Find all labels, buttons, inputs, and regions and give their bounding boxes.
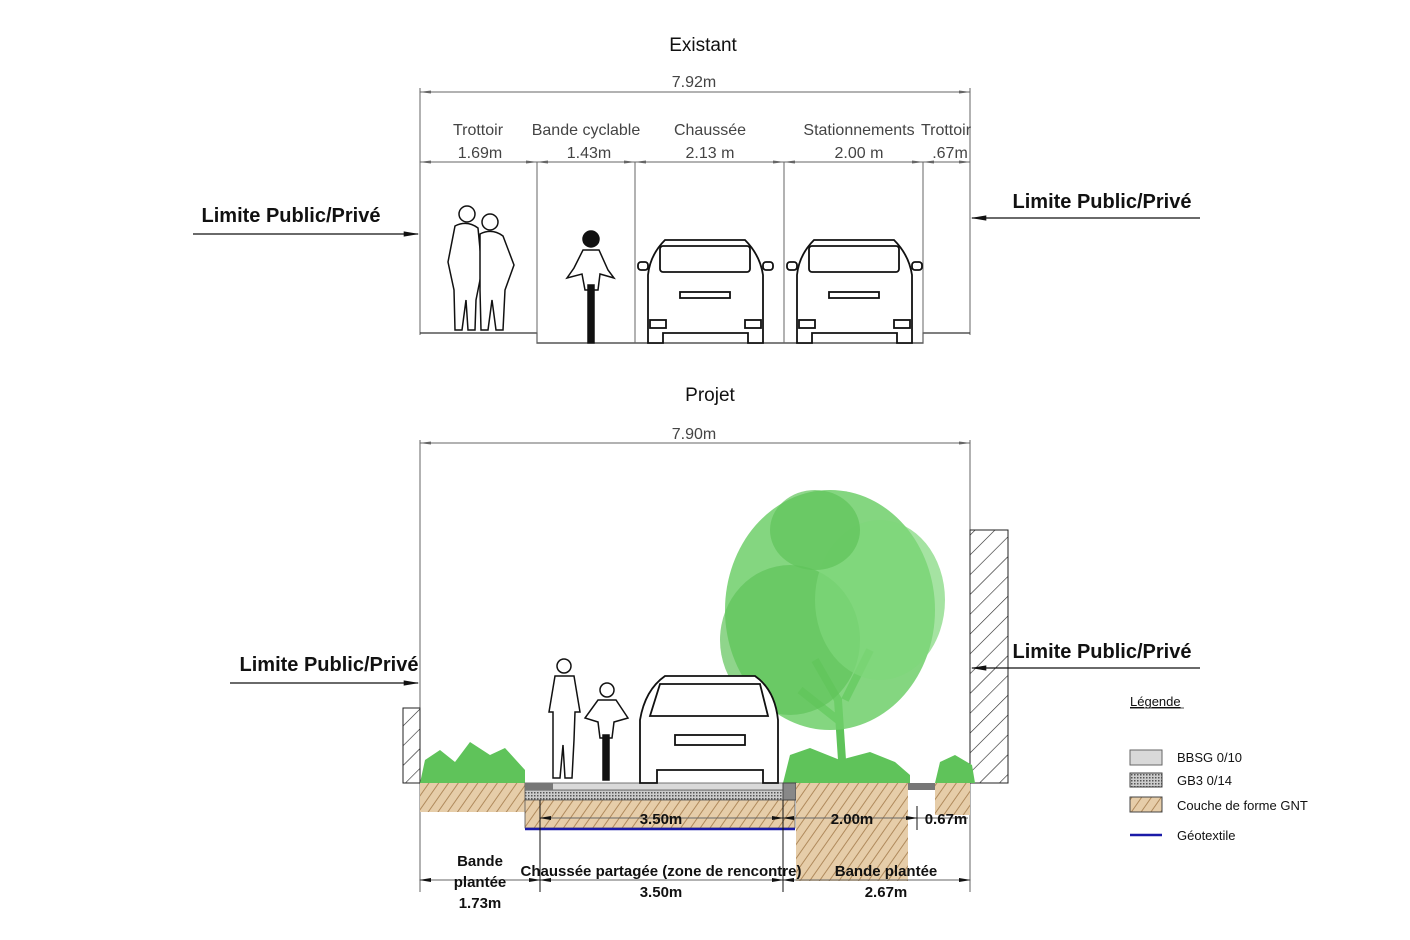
existing-title: Existant <box>669 35 737 56</box>
project-limit-right-label: Limite Public/Privé <box>1013 641 1192 663</box>
segment-label-stationnements: Stationnements <box>803 122 914 139</box>
inner-dim-bande-plantee: 2.00m <box>831 811 874 828</box>
pavement-structure <box>420 782 970 881</box>
cyclist-icon <box>565 230 616 344</box>
legend-swatch-bbsg <box>1129 749 1163 766</box>
legend-title: Légende <box>1130 694 1181 709</box>
existing-limit-right-label: Limite Public/Privé <box>1013 191 1192 213</box>
project-inner-dimensions <box>539 806 968 830</box>
existing-ground-profile <box>420 162 970 344</box>
pedestrian-icon <box>548 658 581 779</box>
existing-total-width: 7.92m <box>672 74 716 91</box>
legend-label-gb3: GB3 0/14 <box>1177 773 1232 788</box>
segment-width-bande-plantee-left: 1.73m <box>459 895 502 912</box>
existing-limit-left-label: Limite Public/Privé <box>202 205 381 227</box>
project-title: Projet <box>685 385 735 406</box>
legend-swatch-gb3 <box>1129 772 1163 788</box>
segment-width-stationnements: 2.00 m <box>835 145 884 162</box>
legend-label-geotextile: Géotextile <box>1177 828 1236 843</box>
cyclist-icon <box>583 682 630 781</box>
planting-vegetation <box>420 742 975 783</box>
tree-icon <box>720 490 945 776</box>
segment-label-bande-plantee-left-1: Bande <box>457 853 503 870</box>
parked-car-icon <box>786 239 923 344</box>
segment-width-bande-plantee-right: 2.67m <box>865 884 908 901</box>
segment-label-bande-plantee-right: Bande plantée <box>835 863 938 880</box>
pedestrians-icon <box>447 205 515 331</box>
segment-width-bande-cyclable: 1.43m <box>567 145 611 162</box>
inner-dim-chaussee: 3.50m <box>640 811 683 828</box>
project-outer-dimensions <box>419 800 971 892</box>
segment-label-bande-plantee-left-2: plantée <box>454 874 507 891</box>
legend-label-gnt: Couche de forme GNT <box>1177 798 1308 813</box>
legend: Légende BBSG 0/10 GB3 0/14 Couche de for… <box>1129 694 1308 843</box>
car-icon <box>637 239 774 344</box>
segment-label-bande-cyclable: Bande cyclable <box>532 122 641 139</box>
legend-swatch-gnt <box>1129 796 1163 813</box>
segment-label-chaussee-partagee: Chaussée partagée (zone de rencontre) <box>521 863 802 880</box>
segment-width-trottoir-right: .67m <box>932 145 968 162</box>
project-total-width: 7.90m <box>672 426 716 443</box>
segment-width-trottoir: 1.69m <box>458 145 502 162</box>
left-wall <box>402 707 421 784</box>
segment-label-trottoir: Trottoir <box>453 122 504 139</box>
segment-label-chaussee: Chaussée <box>674 122 746 139</box>
segment-width-chaussee-partagee: 3.50m <box>640 884 683 901</box>
project-limit-left-label: Limite Public/Privé <box>240 654 419 676</box>
legend-label-bbsg: BBSG 0/10 <box>1177 750 1242 765</box>
segment-label-trottoir-right: Trottoir <box>921 122 972 139</box>
right-wall <box>969 529 1009 784</box>
segment-width-chaussee: 2.13 m <box>686 145 735 162</box>
inner-dim-trottoir: 0.67m <box>925 811 968 828</box>
car-icon <box>639 675 779 784</box>
